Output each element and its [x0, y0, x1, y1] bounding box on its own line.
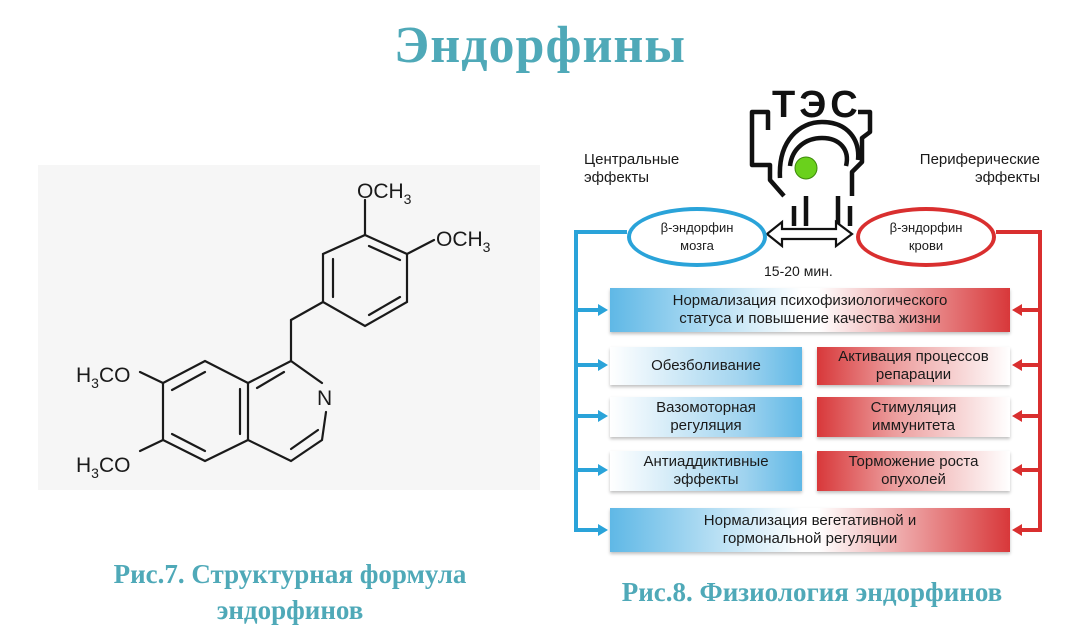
oval-line: мозга	[680, 238, 714, 253]
head-icon	[749, 109, 873, 226]
box-line: Нормализация вегетативной и	[703, 512, 917, 529]
figure-7-caption: Рис.7. Структурная формула эндорфинов	[50, 556, 530, 628]
box-line: Активация процессов	[838, 348, 989, 365]
benzo-double-bond	[170, 432, 207, 453]
bond-h3co-lower	[138, 438, 165, 453]
box-line: Стимуляция	[870, 399, 957, 416]
box-line: репарации	[875, 366, 952, 383]
box-line: регуляция	[670, 417, 742, 434]
benzo-double-bond	[170, 370, 207, 392]
box-line: эффекты	[673, 471, 739, 488]
box-line: иммунитета	[872, 417, 955, 434]
och3-top-label: OCH3	[357, 180, 412, 207]
label-line: Периферические	[919, 151, 1040, 168]
label-line: Центральные	[584, 151, 680, 168]
ch2-bond	[289, 300, 325, 322]
blood-endorphin-oval: β-эндорфин крови	[856, 207, 996, 267]
nitrogen-label: N	[317, 387, 332, 410]
tes-label: ТЭС	[772, 84, 862, 126]
pyridine-double-bond	[289, 428, 320, 451]
pyridine-ring	[246, 359, 328, 463]
label-line: эффекты	[974, 169, 1040, 186]
box-line: статуса и повышение качества жизни	[679, 310, 941, 327]
time-label: 15-20 мин.	[764, 263, 833, 279]
box-line: опухолей	[881, 471, 946, 488]
box-line: Торможение роста	[848, 453, 979, 470]
upper-ring-double-bond	[367, 295, 402, 317]
double-arrow-icon	[765, 219, 854, 249]
box-analgesia: Обезболивание	[610, 347, 802, 385]
label-line: эффекты	[584, 169, 650, 186]
blue-arrow-heads	[598, 304, 608, 536]
h3co-upper-label: H3CO	[76, 364, 130, 391]
bond-och3-right	[405, 238, 436, 256]
central-effects-label: Центральные эффекты	[584, 151, 679, 187]
caption-line: Рис.7. Структурная формула	[113, 559, 467, 589]
peripheral-effects-label: Периферические эффекты	[890, 151, 1040, 187]
caption-line: эндорфинов	[216, 595, 364, 625]
molecule-panel	[38, 165, 540, 490]
red-arrow-heads	[1012, 304, 1022, 536]
red-connector	[996, 230, 1042, 532]
blue-connector	[574, 230, 627, 532]
box-line: Антиаддиктивные	[643, 453, 769, 470]
page-title: Эндорфины	[394, 17, 686, 74]
oval-line: β-эндорфин	[660, 220, 734, 235]
box-line: Вазомоторная	[656, 399, 756, 416]
box-line: Нормализация психофизиологического	[672, 292, 948, 309]
figure-8-caption: Рис.8. Физиология эндорфинов	[621, 577, 1003, 607]
box-line: гормональной регуляции	[722, 530, 898, 547]
och3-right-label: OCH3	[436, 228, 491, 255]
h3co-lower-label: H3CO	[76, 454, 130, 481]
upper-ring-double-bond	[367, 244, 402, 262]
oval-line: β-эндорфин	[889, 220, 963, 235]
box-line: Обезболивание	[651, 357, 761, 374]
green-dot-icon	[794, 156, 818, 180]
benzo-ring	[161, 359, 250, 463]
bond-h3co-upper	[138, 370, 165, 385]
pyridine-double-bond	[255, 370, 286, 390]
oval-line: крови	[908, 238, 944, 253]
brain-endorphin-oval: β-эндорфин мозга	[627, 207, 767, 267]
